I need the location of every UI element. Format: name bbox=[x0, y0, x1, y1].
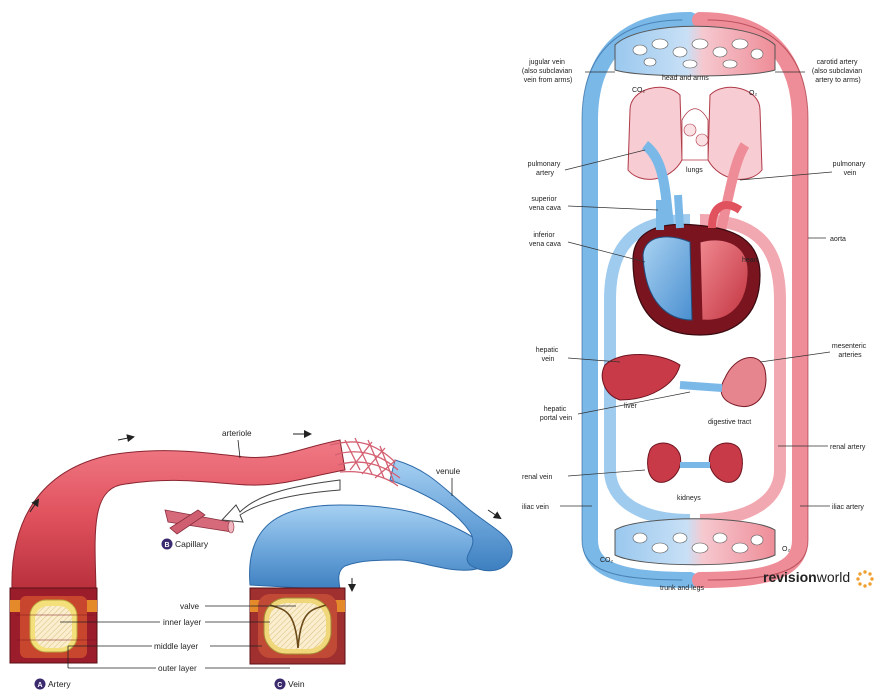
label-heart: heart bbox=[742, 257, 758, 264]
label-renal-vein: renal vein bbox=[522, 474, 552, 481]
flow-arrow bbox=[488, 510, 500, 518]
brand-world: world bbox=[816, 569, 850, 585]
label-venule: venule bbox=[436, 467, 461, 476]
label-co2-top: CO₂ bbox=[632, 87, 646, 94]
revisionworld-logo: revisionworld bbox=[763, 569, 874, 588]
label-jugular-vein: jugular vein (also subclavian vein from … bbox=[522, 59, 574, 84]
label-mesenteric-arteries: mesenteric arteries bbox=[832, 343, 868, 359]
label-superior-vena-cava: superior vena cava bbox=[529, 196, 561, 212]
kidneys bbox=[648, 443, 743, 482]
label-inferior-vena-cava: inferior vena cava bbox=[529, 232, 561, 248]
vein-cross-section bbox=[250, 588, 345, 664]
label-artery: Artery bbox=[48, 679, 71, 689]
label-renal-artery: renal artery bbox=[830, 444, 866, 451]
heart bbox=[633, 195, 760, 335]
circulation-schematic: jugular vein (also subclavian vein from … bbox=[522, 20, 868, 592]
label-lungs: lungs bbox=[686, 167, 703, 174]
leader-line bbox=[238, 440, 240, 458]
label-iliac-vein: iliac vein bbox=[522, 504, 549, 511]
blood-vessels-illustration: arteriole venule B Capillary A Artery C … bbox=[10, 429, 512, 690]
label-o2-bottom: O₂ bbox=[782, 546, 790, 553]
label-carotid-artery: carotid artery (also subclavian artery t… bbox=[812, 59, 864, 84]
svg-text:revisionworld: revisionworld bbox=[763, 569, 850, 585]
flow-arrow bbox=[118, 437, 133, 440]
spinner-icon bbox=[856, 570, 873, 587]
brand-revision: revision bbox=[763, 569, 817, 585]
label-pulmonary-artery: pulmonary artery bbox=[528, 161, 563, 177]
label-iliac-artery: iliac artery bbox=[832, 504, 864, 511]
label-hepatic-portal-vein: hepatic portal vein bbox=[540, 406, 572, 422]
label-aorta: aorta bbox=[830, 236, 846, 243]
digestive-tract bbox=[721, 358, 766, 407]
label-o2-top: O₂ bbox=[749, 90, 757, 97]
capillary-closeup bbox=[165, 510, 234, 534]
label-valve: valve bbox=[180, 602, 200, 611]
artery-cross-section bbox=[10, 588, 97, 663]
badge-b-letter: B bbox=[165, 542, 170, 549]
badge-c-letter: C bbox=[277, 682, 282, 689]
label-capillary: Capillary bbox=[175, 539, 209, 549]
label-trunk-and-legs: trunk and legs bbox=[660, 585, 704, 592]
label-kidneys: kidneys bbox=[677, 495, 701, 502]
label-head-and-arms: head and arms bbox=[662, 75, 709, 82]
vein-tube bbox=[250, 505, 490, 590]
head-capillary-bed bbox=[615, 26, 775, 76]
label-pulmonary-vein: pulmonary vein bbox=[833, 161, 868, 177]
label-co2-bottom: CO₂ bbox=[600, 557, 614, 564]
lungs bbox=[628, 87, 762, 179]
label-vein: Vein bbox=[288, 679, 305, 689]
trunk-capillary-bed bbox=[615, 519, 775, 565]
label-liver: liver bbox=[624, 403, 638, 410]
label-arteriole: arteriole bbox=[222, 429, 252, 438]
label-middle-layer: middle layer bbox=[154, 642, 198, 651]
hepatic-portal-vessel bbox=[680, 385, 722, 388]
label-digestive-tract: digestive tract bbox=[708, 419, 751, 426]
badge-a-letter: A bbox=[38, 682, 43, 689]
label-inner-layer: inner layer bbox=[163, 618, 202, 627]
label-hepatic-vein: hepatic vein bbox=[536, 347, 561, 363]
label-outer-layer: outer layer bbox=[158, 664, 197, 673]
